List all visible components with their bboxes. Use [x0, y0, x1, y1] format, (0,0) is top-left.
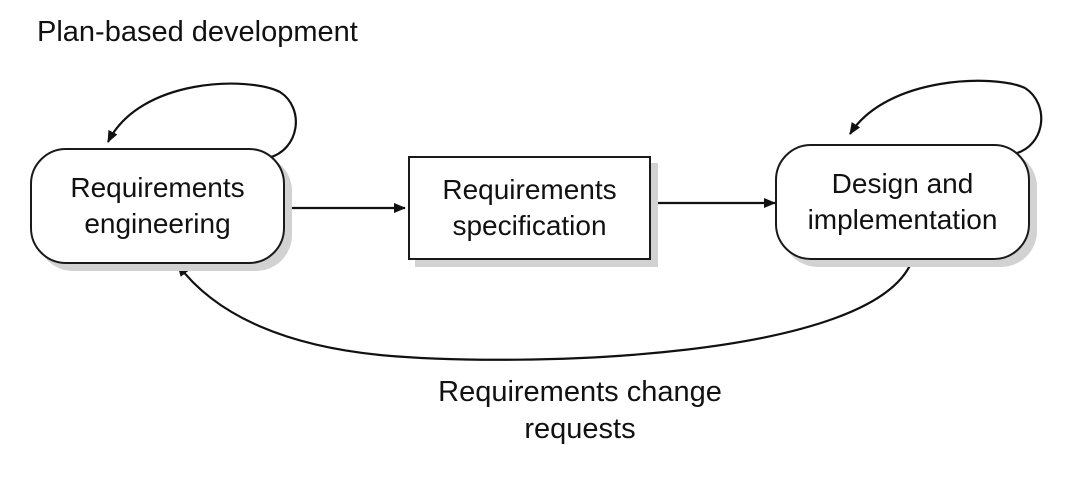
design-implementation-label: Design and implementation [807, 168, 998, 235]
requirements-specification-node: Requirements specification [408, 156, 651, 260]
change-requests-feedback-arrow [177, 257, 915, 361]
requirements-specification-label: Requirements specification [442, 174, 617, 241]
requirements-engineering-node: Requirements engineering [30, 148, 285, 264]
requirements-engineering-self-loop [107, 82, 297, 160]
requirements-change-requests-label: Requirements change requests [438, 376, 722, 445]
requirements-engineering-label: Requirements engineering [70, 172, 245, 239]
design-self-loop [849, 79, 1043, 156]
diagram-title: Plan-based development [37, 16, 358, 48]
design-implementation-node: Design and implementation [775, 144, 1030, 260]
